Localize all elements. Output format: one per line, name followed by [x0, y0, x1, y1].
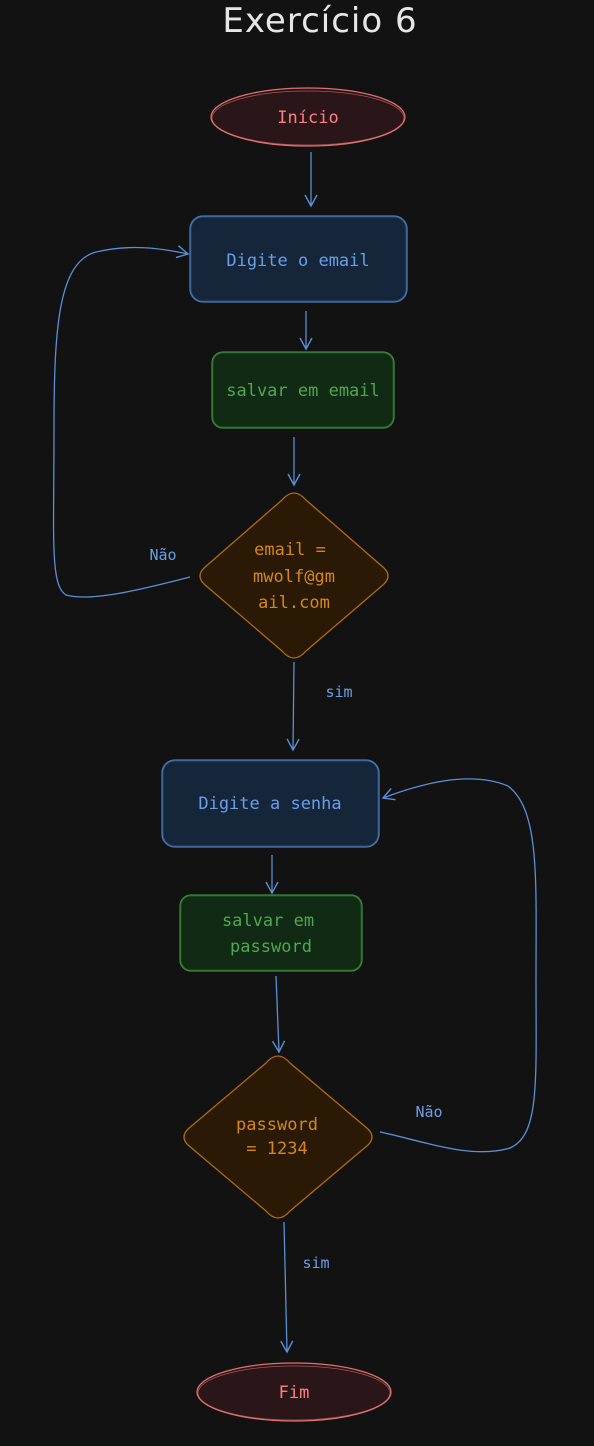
decision-email-line-2: mwolf@gm: [253, 567, 335, 587]
save-email-label: salvar em email: [226, 381, 380, 401]
edge-label-email-no: Não: [149, 546, 176, 564]
decision-email-node: email = mwolf@gm ail.com: [199, 492, 389, 659]
save-password-line-1: salvar em: [222, 911, 314, 931]
decision-password-line-1: password: [236, 1115, 318, 1135]
arrow-password-no-loop: [379, 778, 537, 1153]
start-label: Início: [277, 108, 338, 128]
arrow-email-no-loop: [52, 245, 191, 598]
input-email-label: Digite o email: [226, 251, 369, 271]
diagram-title: Exercício 6: [222, 1, 417, 41]
start-node: Início: [210, 87, 406, 147]
edge-label-password-yes: sim: [302, 1254, 329, 1272]
decision-email-line-1: email =: [254, 540, 326, 560]
save-password-line-2: password: [230, 937, 312, 957]
decision-email-line-3: ail.com: [258, 593, 330, 613]
decision-password-node: password = 1234: [183, 1055, 373, 1219]
end-label: Fim: [279, 1383, 310, 1403]
end-node: Fim: [196, 1362, 392, 1422]
save-email-node: salvar em email: [211, 351, 395, 429]
arrow-email-yes: [286, 661, 300, 752]
arrow-password-yes: [280, 1221, 294, 1354]
edge-label-email-yes: sim: [325, 683, 352, 701]
edge-label-password-no: Não: [415, 1103, 442, 1121]
save-password-node: salvar em password: [179, 894, 363, 972]
arrow-save-to-decision-password: [271, 975, 286, 1054]
input-password-label: Digite a senha: [198, 794, 341, 814]
decision-password-line-2: = 1234: [246, 1139, 307, 1159]
input-password-node: Digite a senha: [161, 759, 380, 848]
input-email-node: Digite o email: [189, 215, 408, 303]
